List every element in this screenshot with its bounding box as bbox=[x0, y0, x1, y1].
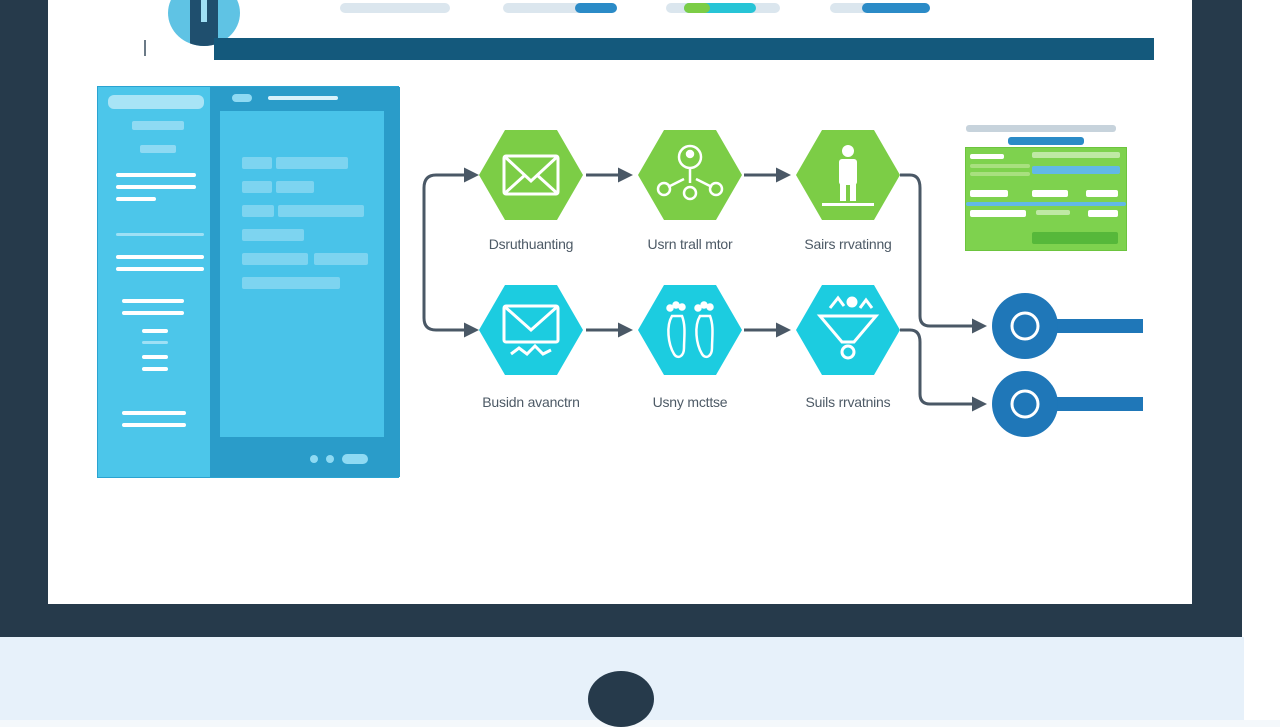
person-icon bbox=[822, 145, 874, 206]
background-edge-bottom bbox=[1244, 637, 1280, 720]
mockup-sidebar bbox=[98, 87, 210, 477]
hex-node-bottom-1 bbox=[479, 285, 583, 375]
hex-node-bottom-3 bbox=[796, 285, 900, 375]
node-label-top-3: Sairs rrvatinng bbox=[804, 236, 892, 252]
nav-item-4[interactable] bbox=[830, 3, 934, 15]
node-label-top-1: Dsruthuanting bbox=[488, 236, 574, 252]
mockup-content bbox=[210, 87, 400, 477]
node-label-top-2: Usrn trall mtor bbox=[647, 236, 733, 252]
avatar-tie bbox=[201, 0, 207, 22]
mini-dashboard-title bbox=[966, 125, 1116, 132]
divider-tick bbox=[144, 40, 146, 56]
hex-node-top-3 bbox=[796, 130, 900, 220]
hex-node-top-2 bbox=[638, 130, 742, 220]
mini-dashboard bbox=[965, 147, 1127, 251]
nav-item-3[interactable] bbox=[666, 3, 782, 15]
header-bar bbox=[214, 38, 1154, 60]
envelope-icon bbox=[502, 304, 560, 356]
mockup-document bbox=[220, 111, 384, 437]
funnel-icon bbox=[816, 295, 880, 360]
connector-bottom-right bbox=[900, 328, 987, 412]
node-label-bottom-3: Suils rrvatnins bbox=[805, 394, 891, 410]
connector-top-right bbox=[900, 173, 987, 334]
node-label-bottom-1: Busidn avanctrn bbox=[482, 394, 580, 410]
monitor-screen: Dsruthuanting Usrn trall mtor Sairs rrva… bbox=[48, 0, 1192, 604]
node-label-bottom-2: Usny mcttse bbox=[652, 394, 728, 410]
hex-node-top-1 bbox=[479, 130, 583, 220]
app-window-mockup bbox=[97, 86, 400, 478]
flow-diagram bbox=[422, 130, 1143, 437]
nav-item-2[interactable] bbox=[503, 3, 619, 15]
power-button[interactable] bbox=[588, 671, 654, 727]
background-edge bbox=[1242, 0, 1280, 637]
nav-item-1[interactable] bbox=[340, 3, 452, 15]
hex-node-bottom-2 bbox=[638, 285, 742, 375]
mini-dashboard-tab bbox=[1008, 137, 1084, 145]
output-node-1 bbox=[992, 293, 1143, 359]
footprints-icon bbox=[666, 301, 714, 359]
user-network-icon bbox=[656, 144, 724, 201]
branch-connector-left bbox=[422, 173, 437, 332]
envelope-icon bbox=[502, 154, 560, 196]
output-node-2 bbox=[992, 371, 1143, 437]
